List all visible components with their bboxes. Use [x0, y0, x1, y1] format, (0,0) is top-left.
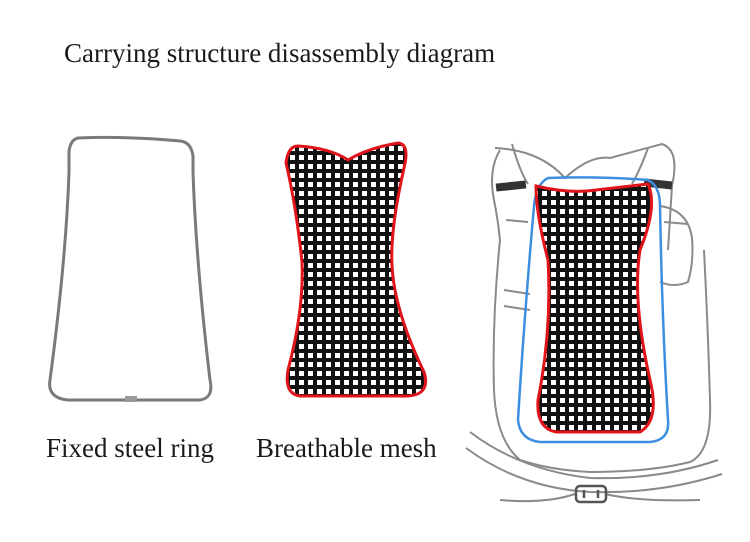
steel-ring — [48, 135, 213, 402]
steel-ring-label: Fixed steel ring — [46, 433, 214, 463]
backpack-mesh-panel — [534, 182, 655, 434]
mesh-label: Breathable mesh — [256, 433, 437, 463]
diagram-title: Carrying structure disassembly diagram — [64, 38, 496, 68]
hip-belt-buckle — [574, 484, 608, 504]
back-frame-outline — [516, 176, 670, 444]
steel-ring-clip — [125, 396, 137, 402]
breathable-mesh — [284, 141, 427, 398]
backpack-sketch — [465, 142, 723, 503]
